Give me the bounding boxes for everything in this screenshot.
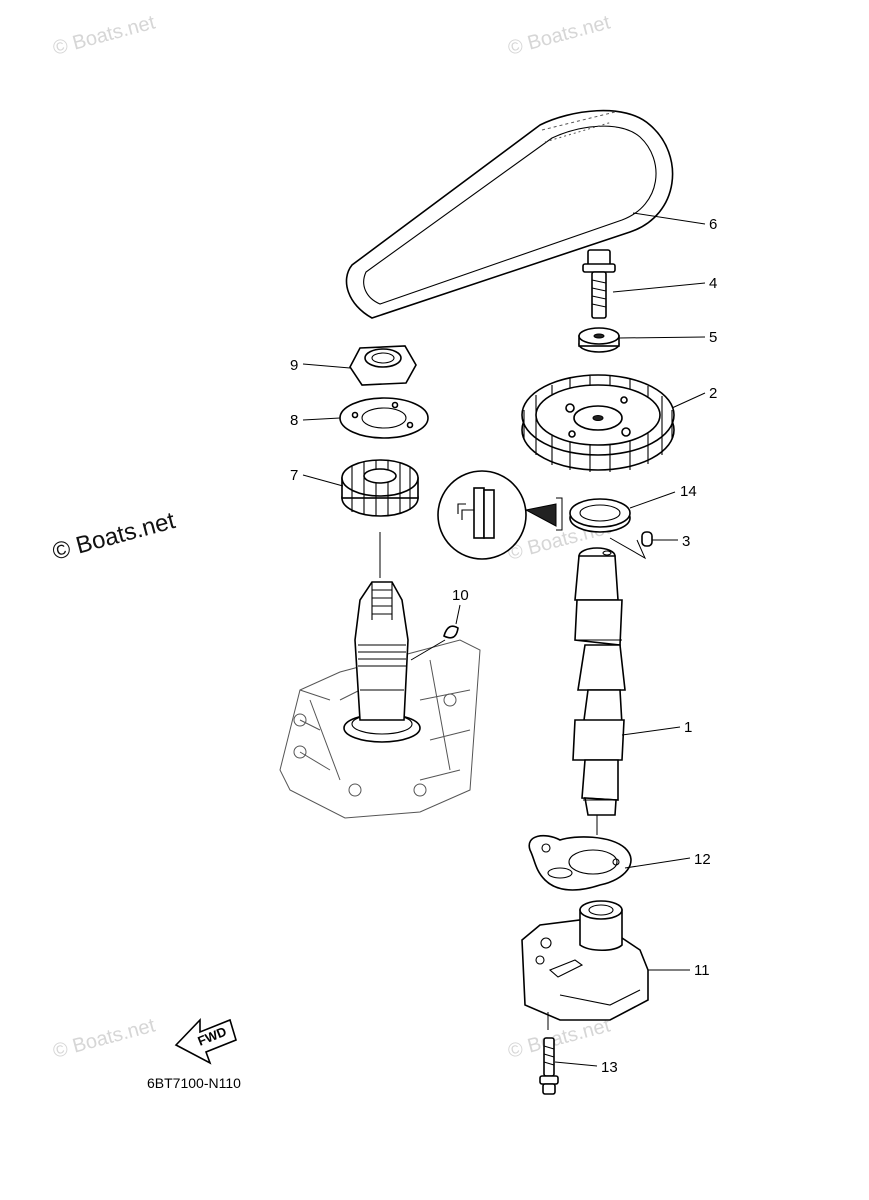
- crank-sprocket: [341, 459, 419, 517]
- oil-pump: [521, 900, 649, 1030]
- callouts: 6 4 5 2 9 8 7 14 3 10 1 12 11 13: [290, 216, 717, 1076]
- callout-1: 1: [684, 719, 692, 736]
- oil-seal-14: [569, 498, 631, 533]
- washer-5: [578, 327, 620, 353]
- watermark-bottom-right: © Boats.net: [506, 1014, 613, 1062]
- fwd-arrow: FWD: [174, 1018, 237, 1065]
- crank-block: [279, 581, 481, 819]
- bolt-13: [539, 1037, 559, 1095]
- callout-7: 7: [290, 467, 298, 484]
- callout-3: 3: [682, 533, 690, 550]
- callout-12: 12: [694, 851, 711, 868]
- callout-11: 11: [694, 962, 710, 979]
- timing-belt: [345, 109, 674, 319]
- dowel-pin: [609, 531, 653, 560]
- watermark-bottom-left: © Boats.net: [51, 1014, 158, 1062]
- bolt-4: [582, 249, 616, 319]
- oil-seal-detail: [437, 470, 563, 560]
- leader-lines: [302, 212, 706, 1067]
- camshaft: [572, 547, 626, 835]
- callout-10: 10: [452, 587, 469, 604]
- watermark-top-right: © Boats.net: [506, 11, 613, 59]
- woodruff-key: [410, 604, 461, 661]
- drawing-code: 6BT7100-N110: [147, 1075, 241, 1091]
- callout-9: 9: [290, 357, 298, 374]
- callout-4: 4: [709, 275, 717, 292]
- nut-9: [349, 345, 417, 386]
- watermark-top-left: © Boats.net: [51, 11, 158, 59]
- callout-13: 13: [601, 1059, 618, 1076]
- callout-8: 8: [290, 412, 298, 429]
- callout-14: 14: [680, 483, 697, 500]
- callout-2: 2: [709, 385, 717, 402]
- gasket-12: [528, 834, 632, 891]
- callout-5: 5: [709, 329, 717, 346]
- plate-8: [339, 397, 429, 439]
- watermark-main: © Boats.net: [50, 507, 179, 566]
- camshaft-pulley: [521, 374, 675, 472]
- callout-6: 6: [709, 216, 717, 233]
